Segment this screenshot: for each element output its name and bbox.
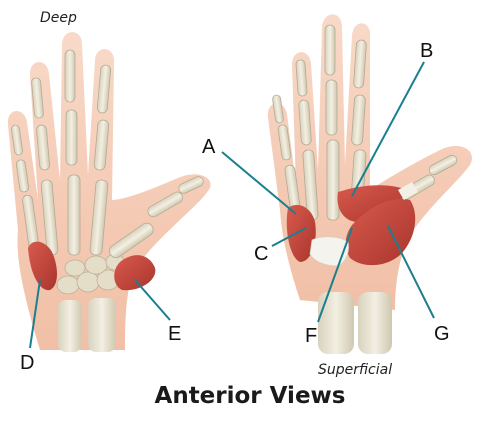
deep-radius [88,298,116,352]
deep-hand-skin [7,32,211,350]
deep-hand [7,32,211,352]
deep-finger-bones [11,49,204,259]
leader-e [134,279,171,321]
label-c: C [254,243,269,265]
superficial-finger-bones [272,24,458,221]
leader-g [387,225,435,319]
deep-view-label: Deep [40,10,77,26]
superficial-forearm [318,292,354,354]
label-d: D [20,352,35,374]
leader-c [271,227,307,247]
label-g: G [434,323,450,345]
leader-f [317,227,353,323]
label-a: A [202,136,216,158]
leader-d [29,279,41,349]
label-e: E [168,323,182,345]
leader-a [221,151,297,215]
superficial-tendon-sheath [309,236,349,267]
figure-caption: Anterior Views [154,383,346,409]
leader-b [351,61,425,197]
superficial-view-label: Superficial [318,362,393,378]
superficial-hand [267,14,472,354]
superficial-muscle-f-g [345,198,416,266]
deep-muscle-d [28,241,57,291]
deep-muscle-e [114,255,156,291]
label-f: F [305,325,318,347]
superficial-radius [358,292,392,354]
superficial-thenar-tendon [398,182,418,200]
leader-lines [29,61,435,349]
deep-ulna [58,300,82,352]
deep-carpals [56,253,125,295]
superficial-muscle-b [337,185,408,222]
label-b: B [420,40,434,62]
superficial-muscle-a-c [286,204,316,262]
